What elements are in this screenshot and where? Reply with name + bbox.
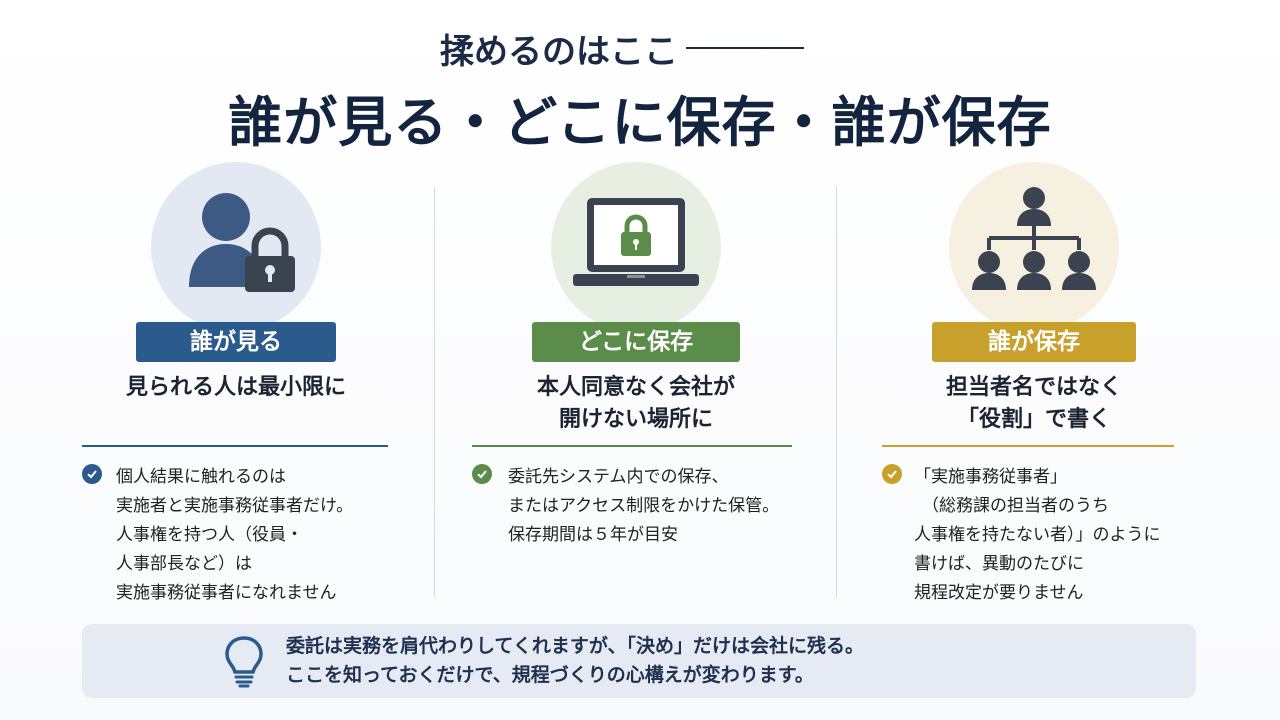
heading-line: 担当者名ではなく xyxy=(945,375,1122,400)
user-lock-icon xyxy=(151,162,321,332)
footer-line: ここを知っておくだけで、規程づくりの心構えが変わります。 xyxy=(286,664,814,686)
column-divider xyxy=(836,186,837,598)
check-icon xyxy=(82,464,102,484)
bullet-line: 「実施事務従事者」 xyxy=(914,467,1067,487)
bullet-line: 書けば、異動のたびに xyxy=(914,554,1084,574)
check-icon xyxy=(882,464,902,484)
heading-line: 開けない場所に xyxy=(558,407,713,432)
column-divider xyxy=(434,186,435,598)
bullet-line: 委託先システム内での保存、 xyxy=(508,467,729,487)
heading-line: 「役割」で書く xyxy=(956,407,1111,432)
bullet-line: 保存期間は５年が目安 xyxy=(508,525,678,545)
bullet-line: 個人結果に触れるのは xyxy=(116,467,286,487)
heading-line: 本人同意なく会社が xyxy=(536,375,735,400)
kicker-text: 揉めるのはここ xyxy=(440,31,678,72)
bullet-line: （総務課の担当者のうち xyxy=(922,496,1109,516)
lightbulb-icon xyxy=(225,636,263,688)
column-rule xyxy=(472,445,792,447)
bullet-line: 人事権を持たない者）」のように xyxy=(914,525,1161,545)
column-who-stores: 誰が保存 担当者名ではなく 「役割」で書く 「実施事務従事者」 （総務課の担当者… xyxy=(834,0,1234,720)
org-chart-icon xyxy=(949,162,1119,332)
kicker-line xyxy=(686,47,804,49)
column-heading: 担当者名ではなく 「役割」で書く xyxy=(834,372,1234,436)
column-rule xyxy=(82,445,388,447)
bullet-line: 規程改定が要りません xyxy=(914,583,1084,603)
label-where-stored: どこに保存 xyxy=(532,322,740,362)
column-who-views: 誰が見る 見られる人は最小限に 個人結果に触れるのは 実施者と実施事務従事者だけ… xyxy=(36,0,436,720)
column-rule xyxy=(882,445,1174,447)
column-where-stored: どこに保存 本人同意なく会社が 開けない場所に 委託先システム内での保存、 また… xyxy=(436,0,836,720)
heading-line: 見られる人は最小限に xyxy=(125,375,346,400)
footer-line: 委託は実務を肩代わりしてくれますが、「決め」だけは会社に残る。 xyxy=(286,635,864,657)
bullet-line: 実施者と実施事務従事者だけ。 xyxy=(116,496,354,516)
column-heading: 本人同意なく会社が 開けない場所に xyxy=(436,372,836,436)
bullet-line: またはアクセス制限をかけた保管。 xyxy=(508,496,780,516)
label-who-stores: 誰が保存 xyxy=(932,322,1136,362)
footer-note: 委託は実務を肩代わりしてくれますが、「決め」だけは会社に残る。 ここを知っておく… xyxy=(82,624,1196,698)
column-heading: 見られる人は最小限に xyxy=(36,372,436,404)
bullet-line: 人事権を持つ人（役員・ xyxy=(116,525,303,545)
bullet-line: 人事部長など）は xyxy=(116,554,252,574)
laptop-lock-icon xyxy=(551,162,721,332)
label-who-views: 誰が見る xyxy=(136,322,336,362)
check-icon xyxy=(472,464,492,484)
page-title: 誰が見る・どこに保存・誰が保存 xyxy=(228,91,1052,154)
bullet-line: 実施事務従事者になれません xyxy=(116,583,337,603)
kicker-heading: 揉めるのはここ xyxy=(440,22,804,74)
